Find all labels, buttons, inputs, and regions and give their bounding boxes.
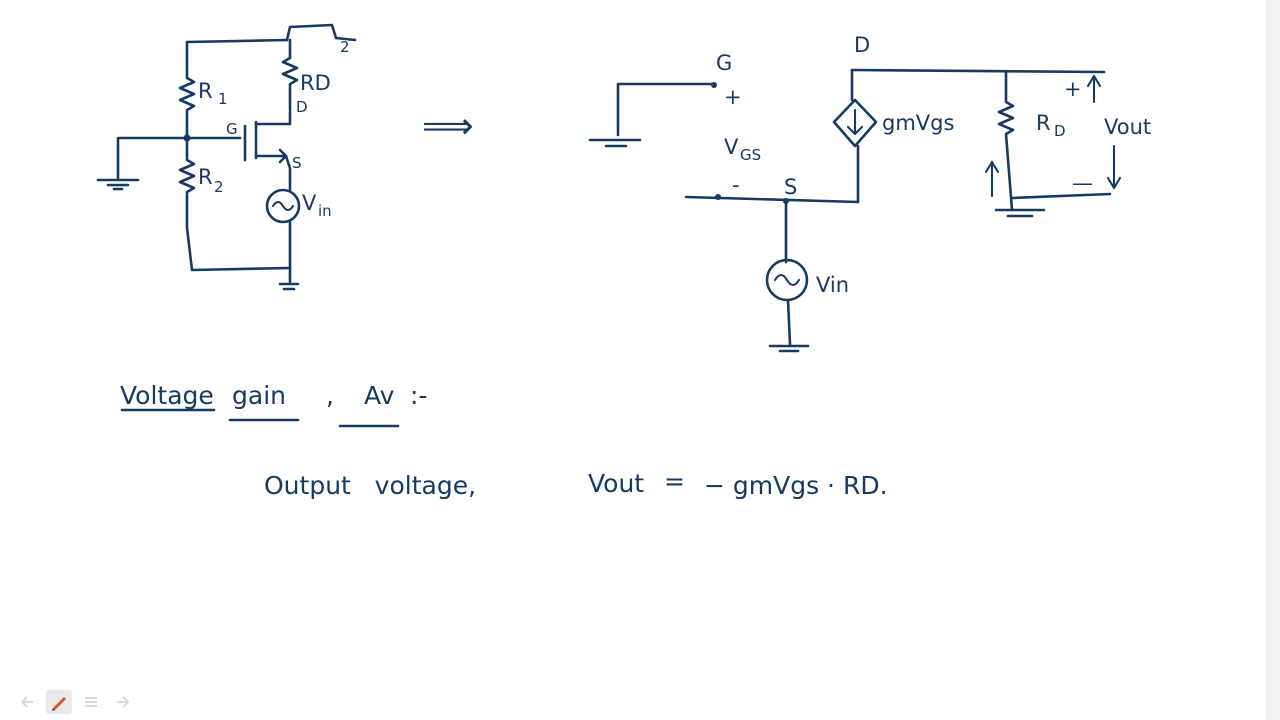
vin-label: Vin xyxy=(816,273,849,297)
vin-sub: in xyxy=(318,202,332,220)
drain-wire xyxy=(254,110,292,126)
side-margin xyxy=(1266,0,1280,720)
r1-sub: 1 xyxy=(218,90,228,108)
output-voltage-equation: Output voltage, Vout = − gmVgs · RD. xyxy=(264,467,888,500)
vout-down-arrow-icon xyxy=(1106,144,1122,190)
drain-label: D xyxy=(296,98,308,116)
down-arrow-icon xyxy=(846,108,864,136)
r1-label: R xyxy=(198,79,213,103)
heading-voltage: Voltage xyxy=(120,381,214,410)
source-arrow xyxy=(254,148,288,164)
heading-suffix: :- xyxy=(410,381,427,410)
current-source-label: gmVgs xyxy=(882,111,954,135)
vin-bottom-wire xyxy=(786,298,792,346)
source-label: S xyxy=(784,175,797,199)
source-wire xyxy=(684,195,860,204)
previous-button[interactable] xyxy=(14,690,40,714)
equation-vout: Vout xyxy=(588,469,644,498)
vin-ground-icon xyxy=(768,344,810,353)
rd-label: R xyxy=(1036,111,1051,135)
menu-button[interactable] xyxy=(78,690,104,714)
top-right-wire xyxy=(285,23,357,42)
vgs-label: V xyxy=(724,135,739,159)
next-button[interactable] xyxy=(110,690,136,714)
vout-minus: — xyxy=(1072,171,1093,195)
r2-sub: 2 xyxy=(214,178,224,196)
drain-wire xyxy=(850,68,1106,74)
up-arrow-icon xyxy=(984,160,1000,198)
gate-node xyxy=(711,82,717,88)
rd-label: RD xyxy=(300,71,331,95)
pen-icon xyxy=(52,697,66,711)
dependent-source-diamond xyxy=(832,98,878,148)
equation-equals: = xyxy=(664,467,685,496)
heading-av: Av xyxy=(364,381,395,410)
ac-wave-icon xyxy=(271,200,295,212)
source-label: S xyxy=(292,154,302,172)
ac-wave-icon xyxy=(773,273,801,287)
voltage-gain-heading: Voltage gain , Av :- xyxy=(120,381,427,428)
gate-wire xyxy=(616,82,716,137)
top-wire xyxy=(185,38,289,44)
bottom-ground-icon xyxy=(278,282,300,291)
left-circuit: R 1 R 2 RD G D S V in 2 xyxy=(96,23,357,291)
vin-source-circle xyxy=(265,188,301,224)
menu-icon xyxy=(85,697,97,707)
drain-label: D xyxy=(854,33,870,57)
vgs-minus: - xyxy=(732,173,740,197)
small-signal-model: G + V GS - S Vin gmVgs D R D + xyxy=(588,33,1151,353)
right-arrow-icon xyxy=(117,696,130,708)
vgs-sub: GS xyxy=(740,146,761,164)
gate-label: G xyxy=(716,51,732,75)
rd-resistor xyxy=(281,38,299,112)
vout-up-arrow-icon xyxy=(1086,74,1102,104)
gate-ground-icon xyxy=(588,138,642,148)
whiteboard-toolbar xyxy=(14,688,144,716)
vout-plus: + xyxy=(1064,77,1082,101)
vin-label: V xyxy=(302,191,317,215)
heading-comma: , xyxy=(326,381,334,410)
gate-label: G xyxy=(226,120,238,138)
pen-tool-button[interactable] xyxy=(46,690,72,714)
vout-label: Vout xyxy=(1104,115,1151,139)
rd-sub: D xyxy=(1054,122,1066,140)
source-wire xyxy=(284,154,292,192)
r2-label: R xyxy=(198,165,213,189)
r1-resistor xyxy=(178,40,196,140)
implies-arrow: ⟹ xyxy=(422,106,474,147)
source-node-left xyxy=(715,194,721,200)
rd-ground-icon xyxy=(994,208,1046,218)
r2-resistor xyxy=(178,136,292,272)
left-ground-icon xyxy=(96,178,140,191)
left-arrow-icon xyxy=(20,696,33,708)
vgs-plus: + xyxy=(724,85,742,109)
heading-gain: gain xyxy=(232,381,286,410)
top-label: 2 xyxy=(340,38,350,56)
left-branch-wire xyxy=(116,136,189,180)
equation-rhs: − gmVgs · RD. xyxy=(704,471,888,500)
output-bottom-wire xyxy=(1010,192,1112,200)
equation-lhs: Output voltage, xyxy=(264,471,476,500)
rd-resistor xyxy=(997,70,1015,212)
